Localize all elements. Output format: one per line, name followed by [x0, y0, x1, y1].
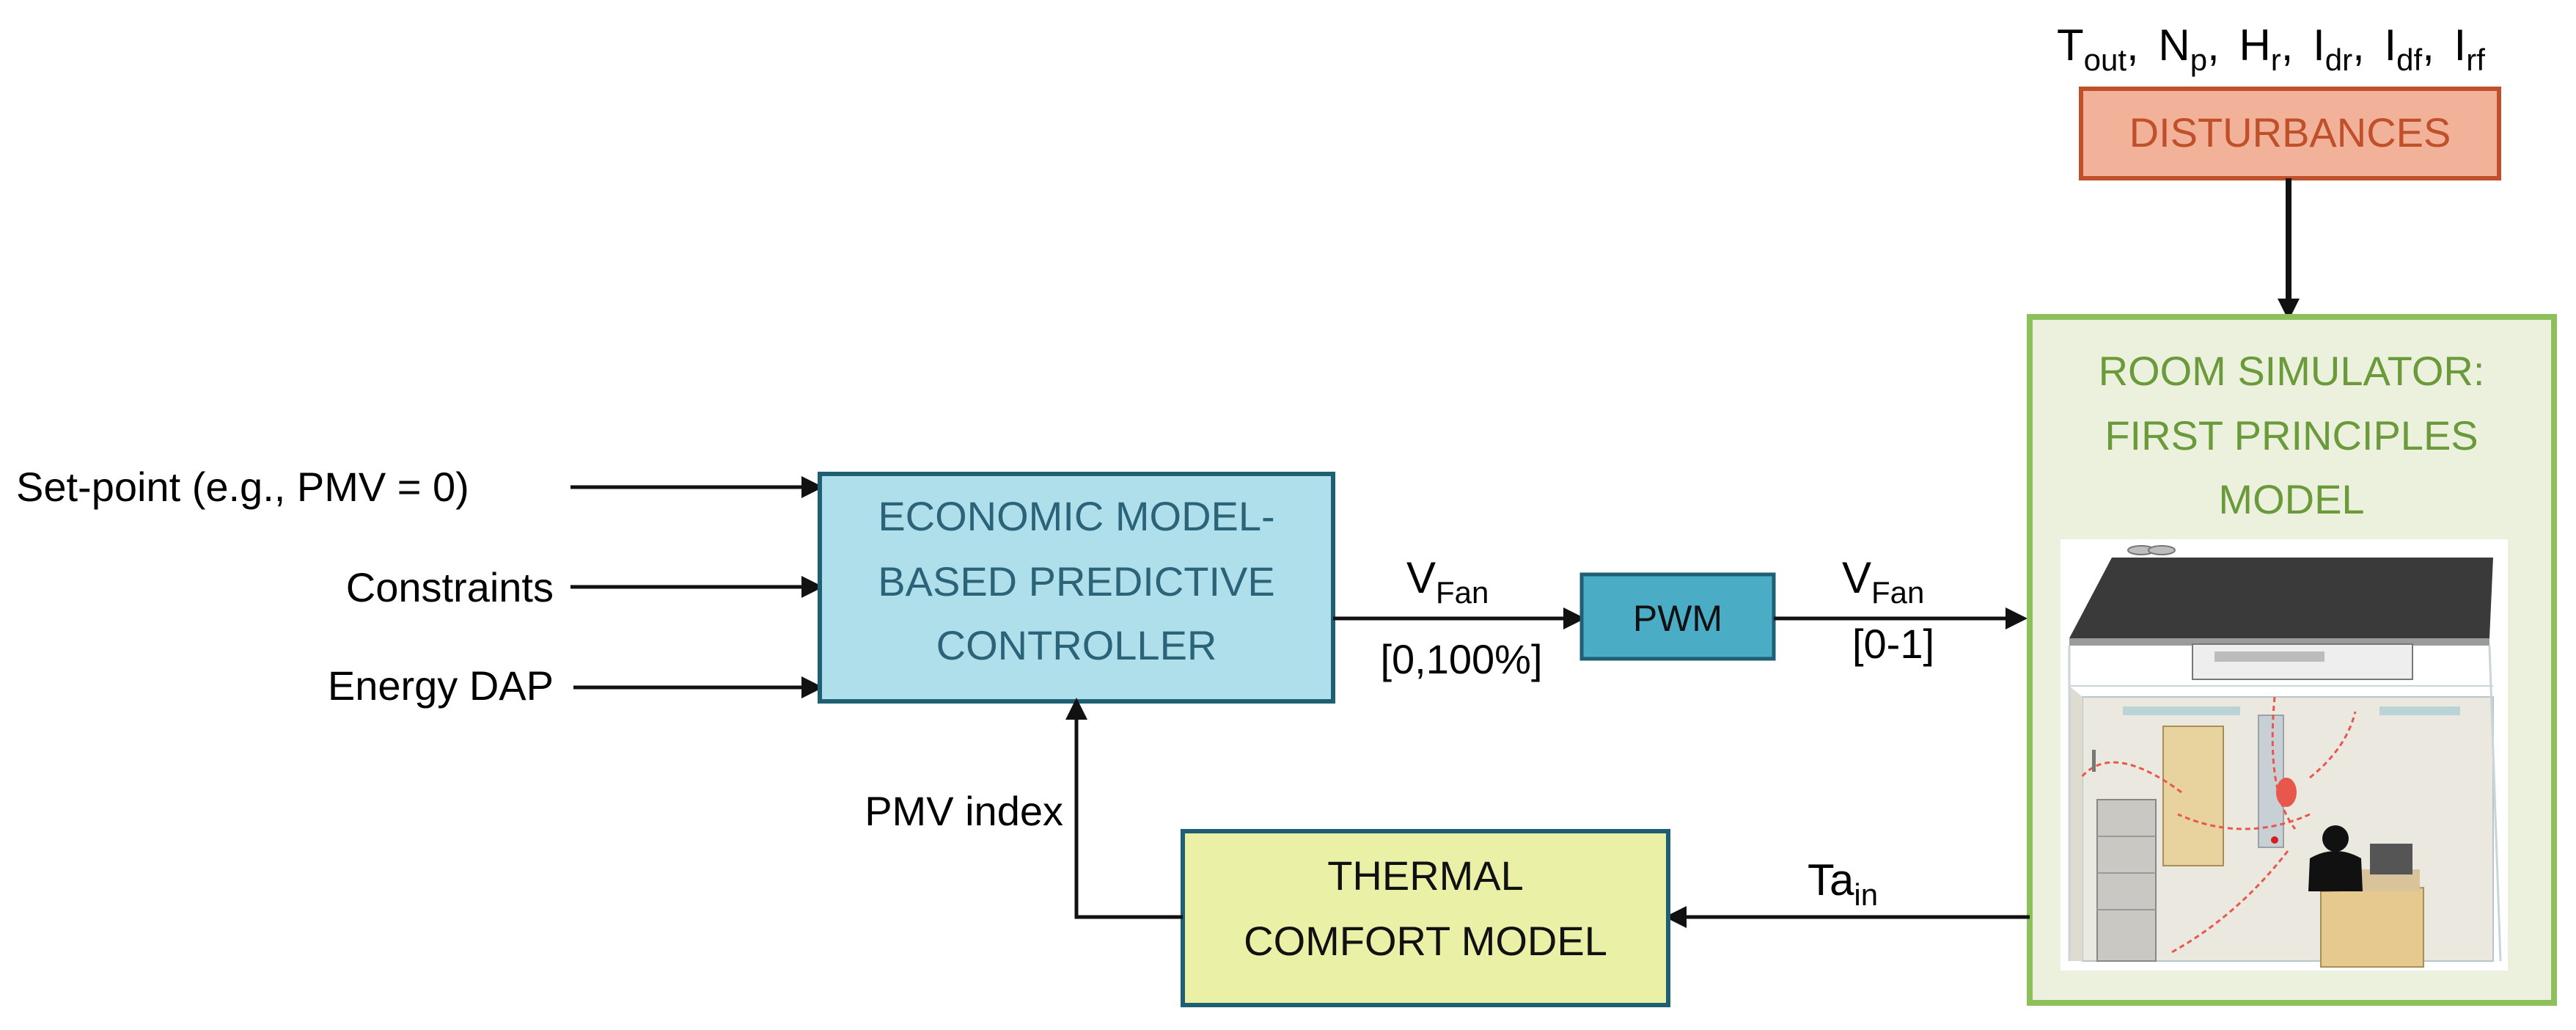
constraints-label: Constraints — [346, 564, 554, 610]
pmv-feedback-arrow — [1065, 698, 1183, 919]
vfan-range-1: [0,100%] — [1380, 636, 1542, 682]
computer-icon — [2370, 844, 2412, 874]
controller-line3: CONTROLLER — [936, 622, 1217, 668]
vfan-label-1: VFan — [1406, 553, 1489, 610]
heat-source-icon — [2276, 778, 2297, 807]
room-simulator-line3: MODEL — [2218, 476, 2364, 522]
controller-line1: ECONOMIC MODEL- — [878, 493, 1274, 539]
airflow-arrow — [2168, 850, 2289, 955]
disturbances-box — [2079, 87, 2501, 180]
energy-dap-label: Energy DAP — [328, 662, 554, 709]
roof-fan-icon — [2127, 545, 2176, 555]
disturbances-label: DISTURBANCES — [2129, 109, 2451, 156]
thermometer-icon — [2092, 750, 2096, 772]
vfan-range-2: [0-1] — [1852, 621, 1934, 667]
airflow-arrow — [2177, 813, 2311, 830]
air-duct — [2258, 715, 2284, 848]
thermal-comfort-box — [1181, 829, 1670, 1007]
pmv-index-label: PMV index — [865, 788, 1063, 834]
room-simulator-line1: ROOM SIMULATOR: — [2099, 348, 2485, 394]
airflow-arrow — [2080, 761, 2182, 794]
room-door — [2162, 726, 2224, 866]
airflow-arrow — [2271, 696, 2297, 830]
occupant-icon — [2308, 825, 2363, 891]
pwm-box — [1579, 572, 1776, 661]
controller-line2: BASED PREDICTIVE — [878, 558, 1274, 605]
room-simulator-line2: FIRST PRINCIPLES — [2105, 412, 2478, 459]
room-illustration — [2061, 539, 2508, 971]
vfan-label-2: VFan — [1842, 553, 1924, 610]
room-roof — [2069, 558, 2493, 638]
room-desk — [2320, 886, 2424, 968]
ta-in-label: Tain — [1808, 855, 1878, 912]
disturbance-variables: Tout, Np, Hr, Idr, Idf, Irf — [2057, 21, 2485, 77]
room-cabinet — [2096, 799, 2157, 962]
setpoint-label: Set-point (e.g., PMV = 0) — [16, 464, 469, 510]
thermal-line2: COMFORT MODEL — [1244, 918, 1607, 964]
airflow-arrow — [2309, 711, 2357, 779]
pwm-label: PWM — [1633, 598, 1722, 639]
thermal-line1: THERMAL — [1327, 852, 1524, 899]
